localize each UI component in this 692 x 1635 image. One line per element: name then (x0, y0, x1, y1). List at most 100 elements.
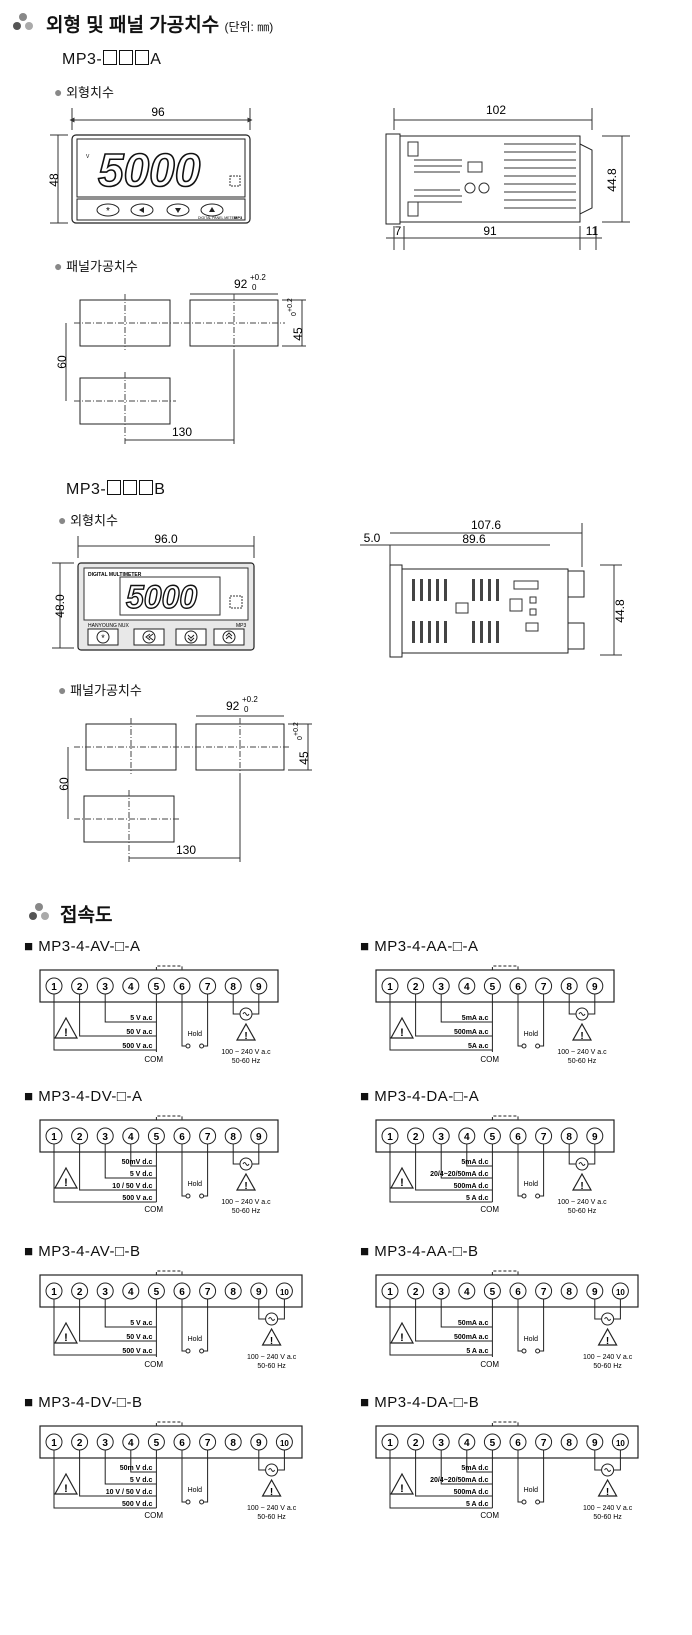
model-label-b: MP3 (236, 623, 247, 629)
terminal: 10 (275, 1433, 293, 1451)
label-panel-cut-a: ● 패널가공치수 (54, 256, 138, 275)
svg-text:5: 5 (490, 982, 496, 993)
jumper-link (491, 965, 519, 970)
ac-source-icon (575, 1007, 589, 1021)
dim-side-inner-b: 89.6 (462, 532, 486, 546)
terminal: 1 (381, 1282, 399, 1300)
wiring-title: ■ MP3-4-AA-□-A (360, 938, 479, 955)
label-outline-b: ● 외형치수 (58, 510, 118, 529)
range-label: 500mA d.c (454, 1183, 489, 1190)
terminal: 5 (147, 1433, 165, 1451)
jumper-link (155, 1115, 183, 1120)
svg-text:2: 2 (77, 1132, 83, 1143)
side-view-b: 107.6 89.6 5.0 44.8 (360, 518, 627, 658)
svg-text:4: 4 (128, 1287, 134, 1298)
power-label: 100 ~ 240 V a.c (221, 1049, 271, 1056)
svg-text:4: 4 (464, 982, 470, 993)
terminal: 6 (509, 977, 527, 995)
svg-text:!: ! (244, 1031, 247, 1042)
terminal: 3 (432, 1127, 450, 1145)
dim-side-front-b: 5.0 (364, 531, 381, 545)
tol-v-zero-a: 0 (291, 312, 298, 316)
svg-text:!: ! (64, 1027, 68, 1039)
svg-text:8: 8 (230, 1132, 236, 1143)
svg-text:3: 3 (438, 1287, 444, 1298)
svg-text:6: 6 (179, 1287, 185, 1298)
range-label: 500mA d.c (454, 1489, 489, 1496)
wiring-title: ■ MP3-4-DV-□-A (24, 1088, 143, 1105)
hold-label: Hold (188, 1181, 203, 1188)
svg-text:1: 1 (51, 1287, 57, 1298)
brand-label-a: DIGITAL PANEL METER (198, 216, 237, 220)
svg-text:!: ! (244, 1181, 247, 1192)
power-label: 100 ~ 240 V a.c (583, 1505, 633, 1512)
header-label-b: DIGITAL MULTIMETER (88, 572, 142, 578)
bullet-icon: ● (54, 258, 63, 274)
warning-icon: ! (53, 1472, 79, 1495)
pitch-v-a: 60 (55, 355, 69, 369)
svg-text:6: 6 (179, 1132, 185, 1143)
range-label: 500 V a.c (122, 1195, 152, 1202)
panel-cutout-b: 92 +0.2 0 130 60 45 +0.2 0 (57, 695, 312, 862)
svg-text:4: 4 (128, 1438, 134, 1449)
warning-icon: ! (235, 1022, 257, 1042)
svg-text:8: 8 (230, 982, 236, 993)
svg-text:4: 4 (128, 1132, 134, 1143)
hold-label: Hold (524, 1031, 539, 1038)
pitch-h-b: 130 (176, 843, 196, 857)
terminal: 7 (535, 1433, 553, 1451)
svg-text:2: 2 (77, 982, 83, 993)
terminal: 6 (509, 1127, 527, 1145)
label-panel-cut-b-text: 패널가공치수 (70, 683, 142, 698)
terminal: 1 (381, 1433, 399, 1451)
terminal: 3 (96, 1127, 114, 1145)
wiring-title: ■ MP3-4-AV-□-A (24, 938, 141, 955)
svg-text:7: 7 (205, 1287, 211, 1298)
dim-side-h-b: 44.8 (613, 599, 627, 623)
placeholder-box-icon (139, 480, 154, 495)
hold-label: Hold (524, 1487, 539, 1494)
tol-zero-b: 0 (244, 705, 249, 714)
svg-text:2: 2 (413, 982, 419, 993)
svg-text:5: 5 (154, 1287, 160, 1298)
warning-icon: ! (571, 1172, 593, 1192)
ac-source-icon (265, 1463, 279, 1477)
svg-text:8: 8 (230, 1287, 236, 1298)
placeholder-box-icon (135, 50, 150, 65)
svg-text:7: 7 (541, 982, 547, 993)
terminal: 5 (147, 1282, 165, 1300)
power-label: 100 ~ 240 V a.c (557, 1049, 607, 1056)
terminal: 9 (586, 1433, 604, 1451)
svg-text:8: 8 (230, 1438, 236, 1449)
com-label: COM (480, 1205, 499, 1214)
svg-text:!: ! (580, 1031, 583, 1042)
terminal: 7 (199, 1282, 217, 1300)
terminal: 8 (224, 1282, 242, 1300)
terminal: 7 (535, 1127, 553, 1145)
terminal: 2 (71, 1127, 89, 1145)
power-label: 100 ~ 240 V a.c (583, 1354, 633, 1361)
range-label: 5 A d.c (466, 1501, 489, 1508)
unit-marks-a: V (86, 154, 90, 160)
svg-text:1: 1 (51, 1132, 57, 1143)
svg-text:*: * (106, 206, 110, 217)
ac-source-icon (239, 1157, 253, 1171)
range-label: 5A a.c (468, 1043, 488, 1050)
hold-label: Hold (188, 1336, 203, 1343)
warning-icon: ! (53, 1016, 79, 1039)
svg-text:3: 3 (102, 982, 108, 993)
terminal: 3 (96, 1282, 114, 1300)
outline-title-text: 외형 및 패널 가공치수 (46, 15, 220, 36)
svg-text:7: 7 (205, 1438, 211, 1449)
terminal: 7 (535, 977, 553, 995)
warning-icon: ! (53, 1166, 79, 1189)
model-b-heading: MP3-B (66, 480, 165, 499)
com-label: COM (144, 1360, 163, 1369)
range-label: 50 V a.c (126, 1029, 152, 1036)
range-label: 500mA a.c (454, 1029, 488, 1036)
svg-text:6: 6 (515, 1132, 521, 1143)
